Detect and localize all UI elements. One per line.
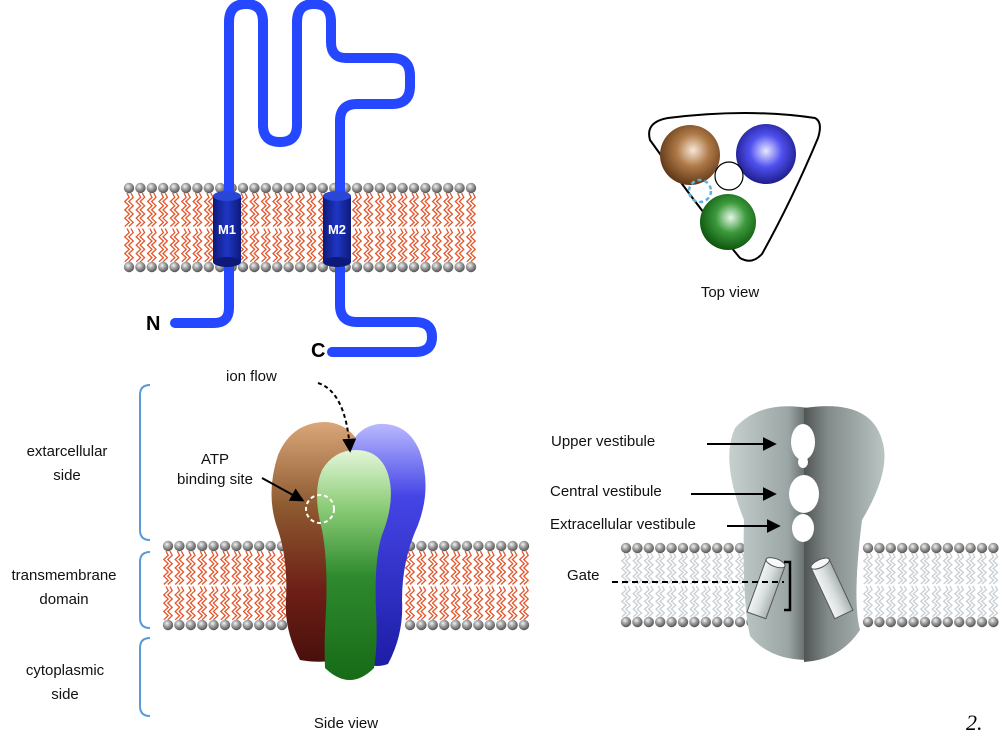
helix-m2-label: M2 xyxy=(328,222,346,237)
ion-flow-label: ion flow xyxy=(226,368,277,385)
topology-panel: M1 M2 xyxy=(123,0,477,357)
extracellular-side-label: extarcellular side xyxy=(12,440,122,488)
top-view-panel xyxy=(648,112,821,262)
left-gate-helix xyxy=(746,557,786,620)
atp-site-top xyxy=(687,178,713,204)
atp-label-line-1: ATP xyxy=(200,451,230,468)
extracellular-line-2: side xyxy=(53,467,81,484)
pore-left-half xyxy=(729,406,808,660)
green-subunit-top xyxy=(700,194,756,250)
cytoplasmic-side-label: cytoplasmic side xyxy=(10,659,120,707)
upper-vestibule-label: Upper vestibule xyxy=(551,433,656,450)
helix-m2: M2 xyxy=(323,191,351,267)
side-view-caption: Side view xyxy=(313,715,379,732)
lipid-bilayer-top xyxy=(123,182,477,273)
gate-label: Gate xyxy=(567,567,600,584)
cytoplasmic-line-1: cytoplasmic xyxy=(25,662,105,679)
side-view-panel xyxy=(139,382,530,717)
extracellular-vestibule xyxy=(792,514,814,542)
pore-panel xyxy=(612,406,999,662)
extracellular-line-1: extarcellular xyxy=(26,443,108,460)
gate-bracket xyxy=(784,560,792,612)
c-terminus-label: C xyxy=(311,340,326,362)
ion-flow-arrow xyxy=(317,382,357,453)
helix-m1: M1 xyxy=(213,191,241,267)
cytoplasmic-line-2: side xyxy=(51,686,79,703)
figure-number: 2. xyxy=(966,710,983,735)
central-vestibule-label: Central vestibule xyxy=(550,483,662,500)
brown-subunit-top xyxy=(660,125,720,185)
top-view-caption: Top view xyxy=(700,284,760,301)
right-gate-helix xyxy=(810,557,854,620)
atp-site-pointer xyxy=(261,477,305,502)
cytoplasmic-bracket xyxy=(139,637,151,717)
atp-binding-site-label: ATP binding site xyxy=(160,450,270,490)
atp-label-line-2: binding site xyxy=(177,471,253,488)
polypeptide-chain xyxy=(170,0,437,357)
lipid-bilayer-side xyxy=(162,540,530,631)
transmembrane-line-2: domain xyxy=(39,591,89,608)
green-subunit-side xyxy=(317,450,391,680)
atp-binding-site xyxy=(305,494,335,524)
transmembrane-domain-label: transmembrane domain xyxy=(0,564,128,612)
central-vestibule xyxy=(789,475,819,513)
extracellular-bracket xyxy=(139,384,151,541)
transmembrane-bracket xyxy=(139,551,151,629)
helix-m1-label: M1 xyxy=(218,222,236,237)
blue-subunit-top xyxy=(736,124,796,184)
pore-neck xyxy=(798,456,808,468)
central-pore-top xyxy=(714,161,744,191)
transmembrane-line-1: transmembrane xyxy=(11,567,117,584)
upper-vestibule xyxy=(791,424,815,460)
extracellular-vestibule-label: Extracellular vestibule xyxy=(550,516,696,533)
pore-right-half xyxy=(804,406,885,662)
n-terminus-label: N xyxy=(146,313,161,335)
